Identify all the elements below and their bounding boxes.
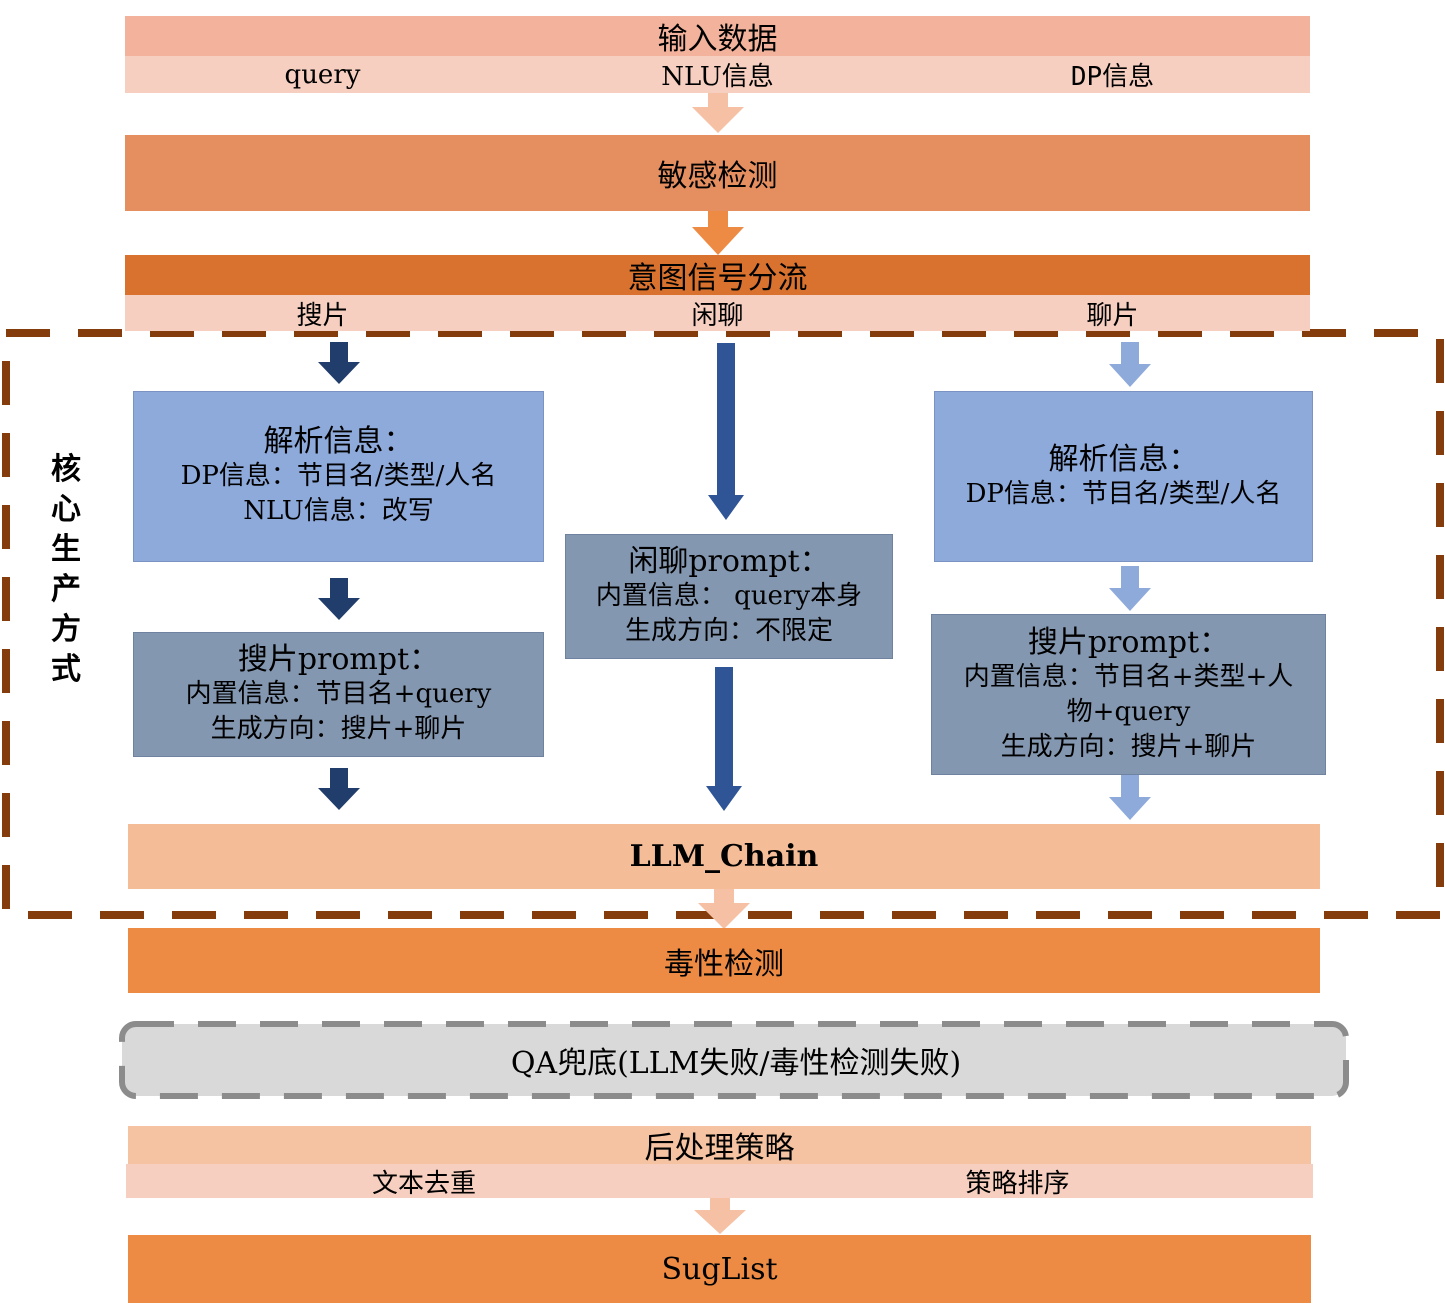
right-prompt-line: 生成方向：搜片+聊片 xyxy=(1000,731,1257,762)
left-parse-line: NLU信息：改写 xyxy=(243,496,434,526)
arrow-right-1 xyxy=(1109,342,1151,387)
right-prompt-line: 物+query xyxy=(1066,696,1191,727)
qa-fallback: QA兜底(LLM失败/毒性检测失败) xyxy=(510,1046,962,1081)
arrow-middle-1 xyxy=(708,343,744,520)
arrow-sensitive-to-intent xyxy=(692,211,744,255)
left-prompt-title: 搜片prompt： xyxy=(237,642,440,677)
qa-fallback-frame xyxy=(119,1021,1349,1099)
middle-prompt-title: 闲聊prompt： xyxy=(628,544,830,579)
intent-routing-header: 意图信号分流 xyxy=(125,255,1310,296)
post-item-sort: 策略排序 xyxy=(722,1164,1313,1199)
intent-item-chat: 闲聊 xyxy=(520,295,915,331)
middle-prompt-box: 闲聊prompt： 内置信息： query本身 生成方向：不限定 xyxy=(565,534,893,659)
right-prompt-title: 搜片prompt： xyxy=(1027,624,1230,660)
left-prompt-box: 搜片prompt： 内置信息：节目名+query 生成方向：搜片+聊片 xyxy=(133,632,544,757)
left-parse-line: DP信息：节目名/类型/人名 xyxy=(180,461,497,491)
left-prompt-line: 生成方向：搜片+聊片 xyxy=(210,714,467,744)
arrow-left-3 xyxy=(318,768,360,810)
arrow-input-to-sensitive xyxy=(692,93,744,133)
llm-chain: LLM_Chain xyxy=(128,824,1320,889)
middle-prompt-line: 内置信息： query本身 xyxy=(595,581,863,611)
middle-prompt-line: 生成方向：不限定 xyxy=(624,616,833,646)
left-parse-title: 解析信息： xyxy=(263,424,414,459)
input-data-header: 输入数据 xyxy=(125,16,1310,57)
right-parse-line: DP信息：节目名/类型/人名 xyxy=(965,478,1282,509)
intent-item-chat-film: 聊片 xyxy=(915,295,1310,331)
right-prompt-line: 内置信息：节目名+类型+人 xyxy=(963,661,1294,692)
right-prompt-box: 搜片prompt： 内置信息：节目名+类型+人 物+query 生成方向：搜片+… xyxy=(931,614,1326,775)
core-production-label: 核心生产方式 xyxy=(51,452,81,687)
arrow-post-to-output xyxy=(694,1198,746,1234)
right-parse-title: 解析信息： xyxy=(1048,441,1199,477)
arrow-left-1 xyxy=(318,342,360,384)
input-item-query: query xyxy=(125,56,520,93)
sensitive-detection: 敏感检测 xyxy=(125,135,1310,211)
intent-item-search: 搜片 xyxy=(125,295,520,331)
sug-list-output: SugList xyxy=(128,1235,1311,1303)
post-item-dedup: 文本去重 xyxy=(126,1164,722,1199)
post-processing-header: 后处理策略 xyxy=(128,1126,1311,1166)
input-item-nlu: NLU信息 xyxy=(520,56,915,93)
arrow-llm-to-toxic xyxy=(698,889,750,929)
input-item-dp: DP信息 xyxy=(915,56,1310,93)
right-parse-box: 解析信息： DP信息：节目名/类型/人名 xyxy=(934,391,1313,562)
left-parse-box: 解析信息： DP信息：节目名/类型/人名 NLU信息：改写 xyxy=(133,391,544,562)
arrow-right-3 xyxy=(1109,775,1151,820)
left-prompt-line: 内置信息：节目名+query xyxy=(185,679,492,709)
toxicity-detection: 毒性检测 xyxy=(128,928,1320,993)
arrow-right-2 xyxy=(1109,566,1151,611)
arrow-left-2 xyxy=(318,578,360,620)
arrow-middle-2 xyxy=(706,667,742,811)
